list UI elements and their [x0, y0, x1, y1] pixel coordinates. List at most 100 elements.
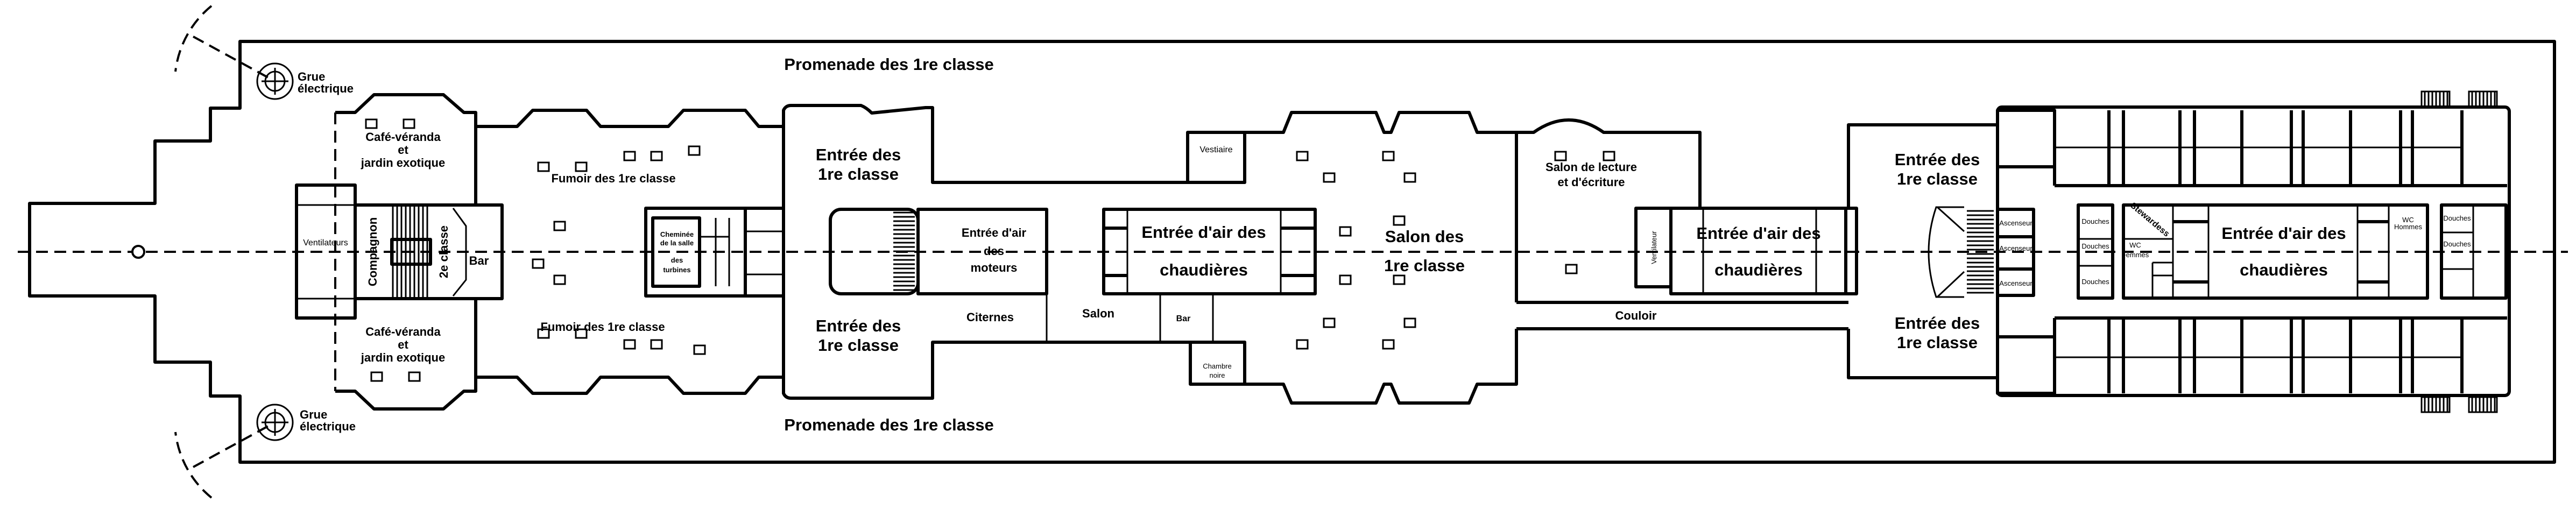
room-label: et — [398, 338, 408, 351]
elevator — [1996, 267, 2035, 297]
compagnon-stair-block — [354, 203, 504, 300]
furniture — [365, 118, 1615, 382]
room-label: Fumoir des 1re classe — [551, 172, 675, 185]
promenade-label-bottom: Promenade des 1re classe — [784, 415, 993, 434]
furniture-table — [1554, 151, 1567, 161]
room-label: Entrée des — [816, 316, 901, 335]
room-label: Ascenseur — [1999, 244, 2032, 252]
salon-walls — [1245, 111, 1702, 405]
chambre-noire-room — [1189, 341, 1246, 386]
room-label: Ascenseur — [1999, 219, 2032, 227]
room-label: Entrée d'air des — [2221, 224, 2346, 243]
crane-label: électrique — [298, 82, 354, 95]
furniture-table — [553, 221, 566, 231]
room-label: chaudières — [1714, 260, 1803, 279]
furniture-table — [1323, 317, 1336, 328]
furniture-table — [532, 258, 545, 269]
room-label: Entrée des — [1895, 150, 1980, 169]
room-label: Salon des — [1385, 227, 1464, 246]
room-label: Café-véranda — [365, 130, 441, 144]
room-label: Douches — [2081, 242, 2109, 250]
room-label: Entrée d'air des — [1696, 224, 1820, 243]
room-label: 1re classe — [818, 336, 899, 355]
aft-entrance-walls — [1847, 123, 1998, 379]
crane-label: Grue — [300, 408, 327, 421]
room-label: Hommes — [2394, 223, 2423, 231]
deck-outline — [28, 40, 2556, 464]
room-label: turbines — [663, 266, 690, 274]
douches-block — [2077, 203, 2114, 300]
forward-entrance-walls — [782, 104, 1246, 400]
room-label: Chambre — [1203, 362, 1231, 370]
room-label: Café-véranda — [365, 325, 441, 338]
room-label: Salon de lecture — [1545, 160, 1637, 174]
room-label: des — [671, 256, 683, 264]
crane-label: Grue — [298, 70, 325, 83]
room-label: Ventilateur — [1650, 231, 1658, 264]
furniture-table — [365, 118, 378, 129]
mast-circle — [131, 245, 145, 259]
room-label: Bar — [1176, 314, 1191, 323]
furniture-table — [1296, 339, 1309, 350]
furniture-table — [693, 344, 706, 355]
vestiaire-room — [1186, 131, 1246, 184]
room-label: Entrée d'air des — [1141, 223, 1266, 242]
room-label: Ventilateurs — [303, 238, 348, 248]
furniture-table — [370, 371, 383, 382]
furniture-table — [623, 339, 636, 350]
room-label: 1re classe — [1897, 333, 1978, 352]
ventilateur-aft — [1844, 207, 1858, 295]
room-label: Fumoir des 1re classe — [540, 320, 665, 334]
room-label: et — [398, 143, 408, 157]
furniture-table — [1296, 151, 1309, 161]
furniture-table — [537, 161, 550, 172]
crane-bottom: Grue électrique — [174, 404, 356, 499]
furniture-table — [1339, 226, 1352, 237]
stair-hatch — [893, 211, 915, 291]
furniture-table — [1393, 274, 1406, 285]
furniture-table — [623, 151, 636, 161]
room-label: Entrée des — [1895, 314, 1980, 333]
stair-hatch — [1967, 90, 2498, 413]
furniture-table — [403, 118, 415, 129]
furniture-table — [650, 151, 663, 161]
room-label: moteurs — [971, 261, 1018, 274]
boiler-air-intake-aft — [2122, 203, 2429, 300]
furniture-table — [1382, 151, 1395, 161]
room-label: de la salle — [660, 239, 694, 247]
furniture-table — [575, 161, 588, 172]
cheminee-block — [644, 207, 785, 298]
room-label: Douches — [2443, 240, 2471, 248]
room-label: chaudières — [2240, 260, 2328, 279]
furniture-table — [1403, 317, 1416, 328]
furniture-table — [1382, 339, 1395, 350]
room-label: WC — [2129, 241, 2141, 249]
room-label: 2e classe — [437, 225, 450, 278]
furniture-table — [553, 274, 566, 285]
room-label: Entrée d'air — [962, 226, 1027, 239]
room-label: 1re classe — [818, 165, 899, 183]
promenade-label-top: Promenade des 1re classe — [784, 55, 993, 74]
room-label: Couloir — [1615, 309, 1657, 322]
furniture-table — [1403, 172, 1416, 183]
aft-grand-staircase — [1928, 206, 1965, 298]
furniture-table — [1339, 274, 1352, 285]
room-label: Douches — [2081, 217, 2109, 225]
furniture-table — [1323, 172, 1336, 183]
crane-label: électrique — [300, 420, 356, 433]
cabin-grid — [1996, 109, 2507, 395]
engine-air-intake — [916, 208, 1048, 295]
room-label: Entrée des — [816, 145, 901, 164]
cabin-wall — [1996, 109, 2056, 168]
room-label: chaudières — [1160, 260, 1248, 279]
room-label: Salon — [1082, 307, 1114, 320]
furniture-table — [688, 145, 701, 156]
crane-top: Grue électrique — [174, 5, 354, 100]
room-label: WC — [2402, 216, 2414, 224]
room-label: Douches — [2443, 214, 2471, 222]
room-label: et d'écriture — [1557, 175, 1625, 189]
furniture-table — [537, 328, 550, 339]
room-label: Ascenseur — [1999, 279, 2032, 287]
cabin-wall — [1996, 335, 2056, 395]
room-label: noire — [1210, 371, 1225, 379]
